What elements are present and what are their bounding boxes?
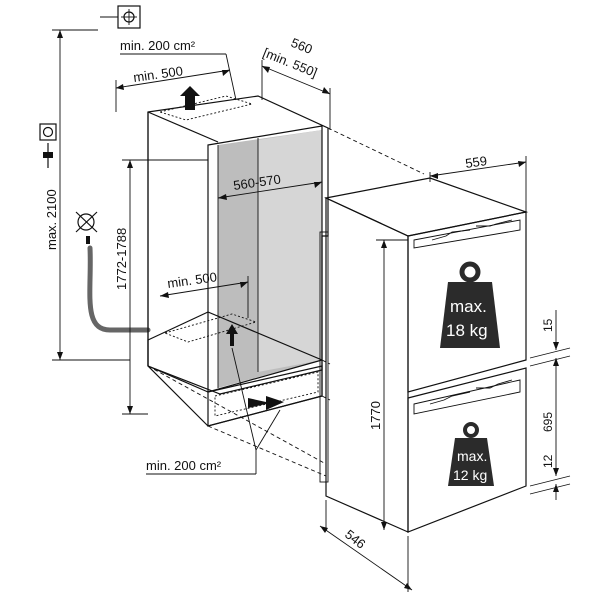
upper-weight-line2: 18 kg bbox=[446, 321, 488, 340]
drawer-height-label: 695 bbox=[541, 412, 555, 432]
upper-door-handle bbox=[413, 219, 521, 249]
top-width-dimension: min. 500 bbox=[115, 63, 231, 112]
niche-height-label: 1772-1788 bbox=[114, 228, 129, 290]
max-height-dimension: max. 2100 bbox=[44, 29, 130, 361]
fridge-body bbox=[319, 177, 529, 533]
water-connection-icon bbox=[100, 5, 141, 29]
airflow-arrow-icon bbox=[248, 396, 284, 410]
projection-lines bbox=[147, 127, 425, 477]
lower-weight-line2: 12 kg bbox=[453, 467, 487, 483]
top-vent bbox=[158, 86, 254, 121]
niche-cabinet bbox=[147, 95, 329, 427]
niche-depth-dimension: 560 [min. 550] bbox=[261, 35, 331, 130]
fridge-height-dimension: 1770 bbox=[368, 239, 408, 530]
bottom-vent-width-label: min. 500 bbox=[166, 269, 217, 291]
weight-icon: max. 12 kg bbox=[448, 422, 494, 486]
power-socket-icon bbox=[39, 123, 57, 141]
max-height-label: max. 2100 bbox=[44, 189, 59, 250]
niche-width-dimension: 560-570 bbox=[217, 171, 323, 200]
fridge-width-label: 559 bbox=[464, 153, 488, 171]
bottom-vent-label: min. 200 cm² bbox=[146, 458, 222, 473]
power-plug-icon bbox=[43, 143, 53, 168]
lower-door-handle bbox=[413, 379, 521, 415]
fridge-depth-label: 546 bbox=[342, 527, 368, 552]
niche-height-dimension: 1772-1788 bbox=[114, 159, 208, 415]
water-valve-icon bbox=[75, 211, 98, 244]
top-vent-label: min. 200 cm² bbox=[120, 38, 196, 53]
weight-icon: max. 18 kg bbox=[440, 261, 500, 348]
bottom-vent-label-group: min. 200 cm² bbox=[146, 347, 281, 475]
right-dimensions: 15 695 12 bbox=[529, 310, 571, 500]
lower-weight-line1: max. bbox=[457, 448, 487, 464]
upper-weight-line1: max. bbox=[450, 297, 487, 316]
fridge-height-label: 1770 bbox=[368, 401, 383, 430]
gap-bottom-label: 12 bbox=[541, 454, 555, 468]
niche-width-label: 560-570 bbox=[232, 171, 281, 192]
airflow-arrow-icon bbox=[180, 86, 200, 110]
top-vent-width-label: min. 500 bbox=[132, 63, 183, 85]
water-hose bbox=[87, 245, 151, 333]
bottom-width-dimension: min. 500 bbox=[159, 269, 249, 318]
gap-top-label: 15 bbox=[541, 318, 555, 332]
airflow-arrow-icon bbox=[226, 324, 238, 346]
fridge-width-dimension: 559 bbox=[429, 153, 527, 212]
top-vent-label-group: min. 200 cm² bbox=[120, 38, 237, 101]
niche-depth-label: 560 bbox=[289, 35, 315, 57]
